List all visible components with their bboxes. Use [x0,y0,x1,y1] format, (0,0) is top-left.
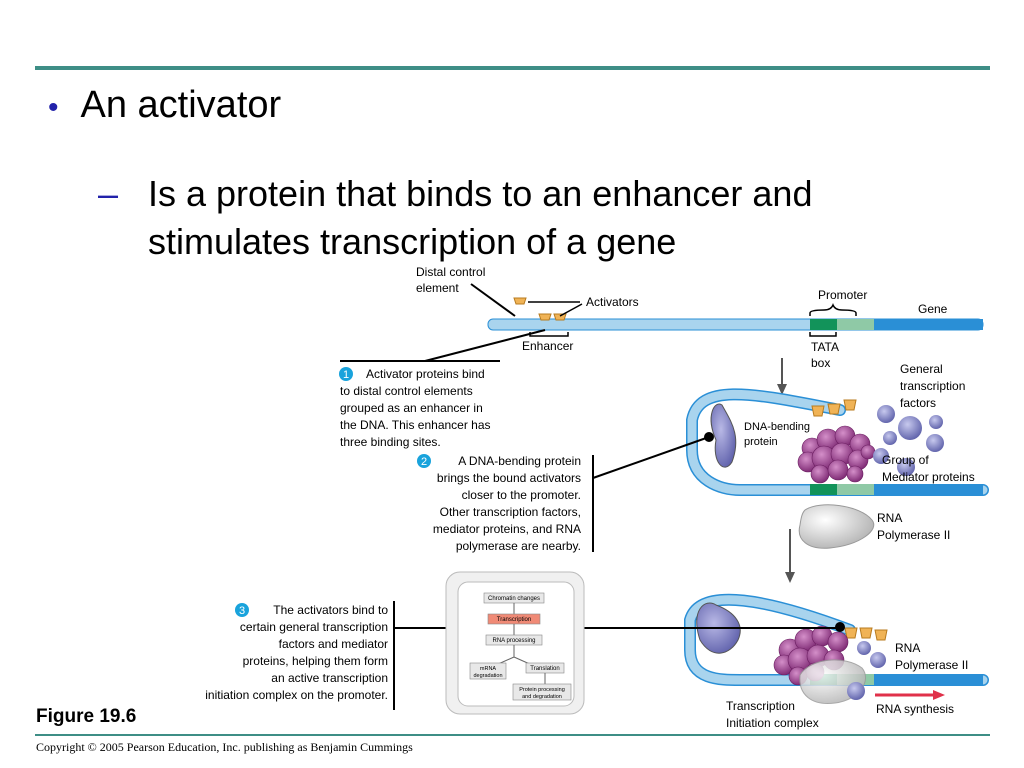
label-tata-2: box [811,356,830,370]
label-gene: Gene [918,302,948,316]
step-1-circle [339,367,353,381]
activators-bottom [844,627,888,641]
sub-bullet-text: Is a protein that binds to an enhancer a… [148,173,813,262]
step-1-line-3: grouped as an enhancer in [340,401,483,415]
label-mediator-2: Mediator proteins [882,470,975,484]
activator-proteins-top [513,297,567,321]
general-transcription-factors-bottom [847,641,886,700]
step-1: 1 Activator proteins bind to distal cont… [339,367,491,449]
label-rnap-top-1: RNA [877,511,902,525]
dna-bending-protein-middle [710,403,737,468]
dash-marker: – [98,173,119,214]
label-rnap-bottom-1: RNA [895,641,920,655]
inset-transcription: Transcription [497,617,531,623]
bullet-text: An activator [80,84,282,126]
step-2: 2 A DNA-bending protein brings the bound… [417,454,581,553]
label-enhancer: Enhancer [522,339,573,353]
step-1-line-2: to distal control elements [340,384,473,398]
step-3: 3 The activators bind to certain general… [205,603,388,702]
label-tic-2: Initiation complex [726,716,819,730]
copyright: Copyright © 2005 Pearson Education, Inc.… [36,740,413,754]
label-dna-bending-2: protein [744,436,778,448]
inset-flowchart: Chromatin changes Transcription RNA proc… [445,571,585,715]
inset-protein-proc-1: Protein processing [519,687,565,693]
inset-translation: Translation [530,666,559,672]
label-activators: Activators [586,295,639,309]
process-arrows [777,358,795,583]
step-2-circle [417,454,431,468]
step-3-line-3: factors and mediator [279,637,388,651]
inset-chromatin: Chromatin changes [488,596,540,602]
step-3-line-4: proteins, helping them form [243,654,388,668]
step-2-line-3: closer to the promoter. [462,488,581,502]
rna-synthesis-arrow [875,690,945,700]
label-rnap-bottom-2: Polymerase II [895,658,968,672]
step-1-number: 1 [343,369,349,381]
label-gtf-2: transcription [900,379,965,393]
step-3-number: 3 [239,605,245,617]
step-3-line-6: initiation complex on the promoter. [205,688,388,702]
label-rna-synthesis: RNA synthesis [876,702,954,716]
step-2-line-2: brings the bound activators [437,471,581,485]
label-gtf-3: factors [900,396,936,410]
step-2-line-1: A DNA-bending protein [458,454,581,468]
step-2-line-5: mediator proteins, and RNA [433,522,581,536]
top-rule [35,66,990,70]
step-3-circle [235,603,249,617]
figure-label: Figure 19.6 [36,706,137,727]
mediator-cluster-middle [797,425,876,484]
inset-mrna-deg-2: degradation [473,673,502,679]
label-dna-bending-1: DNA-bending [744,421,810,433]
inset-rna-processing: RNA processing [492,638,535,644]
step-1-line-1: Activator proteins bind [366,367,485,381]
activators-middle [811,399,857,417]
dna-loop-middle [686,388,989,496]
step-1-line-5: three binding sites. [340,435,441,449]
step-2-number: 2 [421,456,427,468]
leader-lines-top [340,283,857,362]
step-3-line-2: certain general transcription [240,620,388,634]
bullet-heading: • An activator [48,84,281,127]
step-3-line-1: The activators bind to [273,603,388,617]
step-2-line-4: Other transcription factors, [440,505,581,519]
general-transcription-factors-middle [873,405,944,476]
label-tata-1: TATA [811,340,839,354]
inset-protein-proc-2: and degradation [522,694,562,700]
label-gtf-1: General [900,362,943,376]
step-2-line-6: polymerase are nearby. [456,539,581,553]
bottom-rule [35,734,990,736]
bullet-dot: • [48,91,59,124]
label-tic-1: Transcription [726,699,795,713]
label-distal-control-2: element [416,281,459,295]
label-rnap-top-2: Polymerase II [877,528,950,542]
rna-polymerase-middle [798,504,875,549]
step-3-line-5: an active transcription [271,671,388,685]
inset-mrna-deg-1: mRNA [480,666,497,672]
step-1-line-4: the DNA. This enhancer has [340,418,491,432]
label-mediator-1: Group of [882,453,929,467]
label-distal-control-1: Distal control [416,265,485,279]
label-promoter: Promoter [818,288,867,302]
dna-strand-top [487,318,984,331]
